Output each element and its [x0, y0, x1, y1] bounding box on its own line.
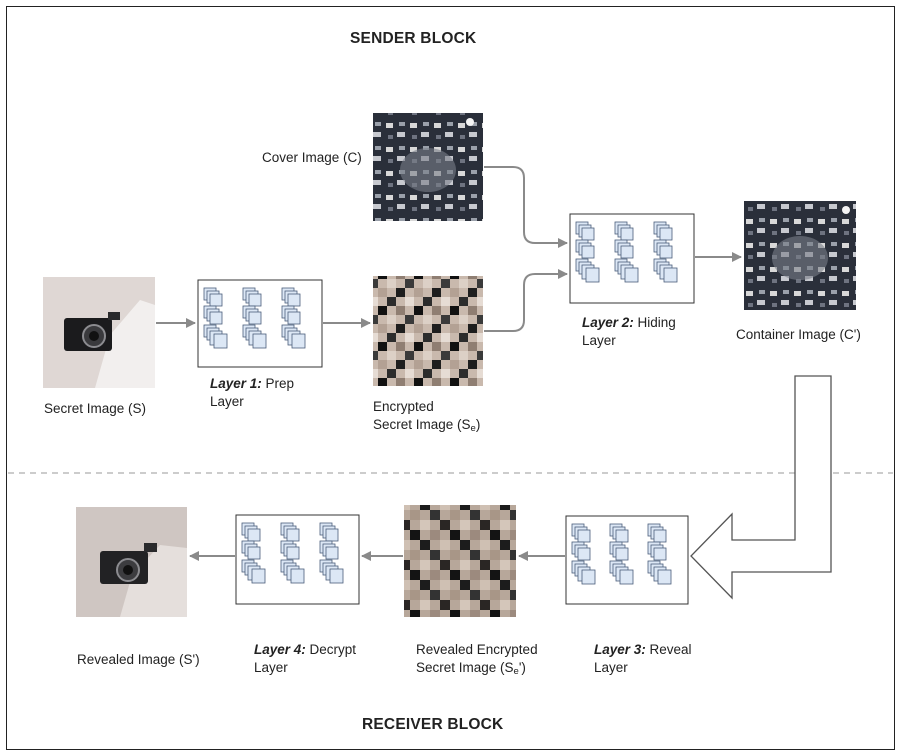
encrypted-secret-image: [373, 276, 483, 386]
layer3-label-line2: Layer: [594, 660, 628, 676]
container-image-label: Container Image (C'): [736, 327, 861, 342]
layer2-name: Layer 2:: [582, 315, 634, 330]
secret-image-label: Secret Image (S): [44, 401, 147, 416]
revealed-encrypted-image: [404, 505, 516, 617]
layer1-network-box: [197, 279, 323, 368]
revealed-encrypted-close: '): [518, 660, 526, 676]
encrypted-label-text: Secret Image (S: [373, 417, 471, 433]
sender-block-title: SENDER BLOCK: [350, 30, 477, 47]
layer1-type: Prep: [261, 376, 295, 391]
layer3-label: Layer 3: Reveal Layer: [594, 641, 692, 677]
layer4-label-line1: Layer 4: Decrypt: [254, 641, 356, 659]
revealed-image-label: Revealed Image (S'): [77, 652, 200, 667]
revealed-encrypted-text: Secret Image (S: [416, 660, 514, 676]
layer2-label-line2: Layer: [582, 333, 616, 349]
cover-image: [373, 113, 483, 221]
arrow-cover-to-layer2: [484, 166, 568, 248]
diagram-frame: [6, 6, 895, 750]
layer1-name: Layer 1:: [210, 376, 262, 391]
layer4-label: Layer 4: Decrypt Layer: [254, 641, 356, 677]
layer2-type: Hiding: [633, 315, 676, 330]
layer4-name: Layer 4:: [254, 642, 306, 657]
big-hollow-arrow: [690, 375, 832, 600]
cover-image-label: Cover Image (C): [262, 150, 362, 165]
revealed-encrypted-line2: Secret Image (Se'): [416, 659, 538, 679]
revealed-encrypted-subscript: e: [513, 666, 519, 678]
encrypted-label-line2: Secret Image (Se): [373, 416, 480, 436]
revealed-image: [76, 507, 187, 617]
layer4-label-line2: Layer: [254, 660, 288, 676]
encrypted-label-subscript: e: [470, 423, 476, 435]
layer2-label-line1: Layer 2: Hiding: [582, 314, 676, 332]
layer4-type: Decrypt: [305, 642, 357, 657]
layer3-type: Reveal: [645, 642, 692, 657]
arrow-encrypted-to-layer2: [484, 269, 568, 332]
layer1-label-line1: Layer 1: Prep: [210, 375, 294, 393]
container-image: [744, 201, 856, 310]
layer4-network-box: [235, 514, 360, 605]
receiver-block-title: RECEIVER BLOCK: [362, 716, 504, 733]
layer2-network-box: [569, 213, 695, 304]
encrypted-label-close: ): [475, 417, 481, 433]
revealed-encrypted-line1: Revealed Encrypted: [416, 642, 538, 657]
revealed-encrypted-label: Revealed Encrypted Secret Image (Se'): [416, 641, 538, 679]
layer3-network-box: [565, 515, 689, 605]
layer3-name: Layer 3:: [594, 642, 646, 657]
encrypted-label-line1: Encrypted: [373, 399, 434, 414]
encrypted-image-label: Encrypted Secret Image (Se): [373, 398, 480, 436]
secret-image: [43, 277, 155, 388]
layer1-label-line2: Layer: [210, 394, 244, 410]
layer1-label: Layer 1: Prep Layer: [210, 375, 294, 411]
layer2-label: Layer 2: Hiding Layer: [582, 314, 676, 350]
layer3-label-line1: Layer 3: Reveal: [594, 641, 692, 659]
